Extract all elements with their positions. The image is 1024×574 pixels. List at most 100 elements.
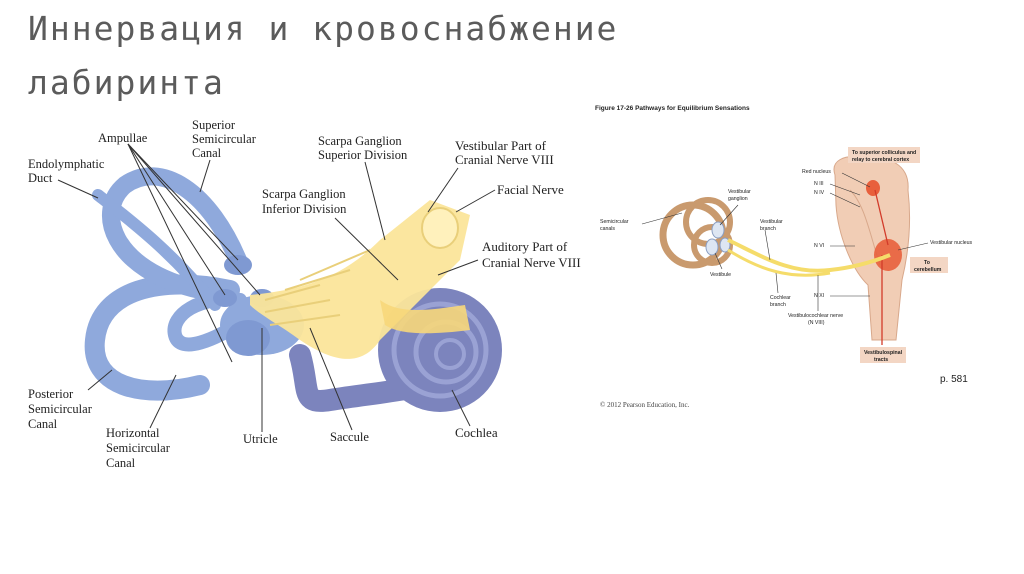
label-vestibulocochlear-2: (N VIII) [808,320,825,326]
leader-vestibule [714,252,723,270]
label-to-cerebellum-1: To [924,260,930,266]
label-vestibular-branch-1: Vestibular [760,219,783,225]
label-scarpa-inf-1: Scarpa Ganglion [262,187,346,201]
leader-saccule [309,327,353,431]
ampulla-1 [224,255,252,275]
leader-scarpa-inf [334,217,399,281]
label-vestibular-branch-2: branch [760,226,776,232]
label-facial-nerve: Facial Nerve [497,182,564,197]
label-vestibular-part-1: Vestibular Part of [455,138,547,153]
label-auditory-part-1: Auditory Part of [482,239,568,254]
leader-auditory-part [437,259,479,276]
leader-ampullae-4 [127,143,233,363]
label-posterior-2: Semicircular [28,402,93,416]
label-auditory-part-2: Cranial Nerve VIII [482,255,581,270]
vestibular-organ-1 [711,221,725,239]
box-vestibulospinal [860,347,906,363]
label-n-xi: N XI [814,293,824,299]
leader-ampullae-1 [127,143,239,261]
label-superior-canal-1: Superior [192,118,236,132]
inner-ear-diagram: Ampullae Superior Semicircular Canal End… [28,118,581,470]
auditory-nerve-fan [380,300,470,334]
label-n-vi: N VI [814,243,824,249]
red-nucleus [866,180,880,196]
label-vestibular-part-2: Cranial Nerve VIII [455,152,554,167]
label-superior-canal-2: Semicircular [192,132,257,146]
ampulla-2 [213,289,237,307]
ascending-tract [874,189,889,246]
label-saccule: Saccule [330,430,369,444]
label-vestibular-ganglion-2: ganglion [728,196,748,202]
labyrinth-illustration [84,167,502,412]
leader-horizontal [149,374,177,429]
leader-lines [57,143,496,432]
label-posterior-3: Canal [28,417,58,431]
label-utricle: Utricle [243,432,278,446]
label-n-iii: N III [814,181,824,187]
leader-vestibular-branch [764,229,771,261]
leader-cochlear-branch [775,272,779,294]
leader-facial-nerve [455,189,496,213]
superior-canal [102,167,249,299]
label-horizontal-2: Semicircular [106,441,171,455]
label-vestibulocochlear-1: Vestibulocochlear nerve [788,313,843,319]
label-vestibulospinal-2: tracts [874,357,888,363]
label-cochlea: Cochlea [455,425,498,440]
equilibrium-pathways-figure: Figure 17-26 Pathways for Equilibrium Se… [595,105,973,409]
page-number: p. 581 [940,374,968,385]
slide-title: Иннервация и кровоснабжение лабиринта [28,2,618,110]
utricle-body [226,320,270,356]
label-horizontal-3: Canal [106,456,136,470]
label-superior-colliculus-2: relay to cerebral cortex [852,157,909,163]
label-to-cerebellum-2: cerebellum [914,267,942,273]
leader-semicircular-canals [641,212,683,225]
label-endolymphatic-2: Duct [28,171,53,185]
label-cochlear-branch-2: branch [770,302,786,308]
label-semicircular-canals-2: canals [600,226,615,232]
label-superior-colliculus-1: To superior colliculus and [852,150,916,156]
label-vestibular-ganglion-1: Vestibular [728,189,751,195]
leader-superior-canal [199,159,211,193]
leader-ampullae-2 [127,143,226,296]
vestibular-organ-2 [705,238,719,256]
title-line-1: Иннервация и кровоснабжение [28,9,619,48]
box-to-cerebellum [910,257,948,273]
leader-endolymphatic [57,179,99,199]
label-red-nucleus: Red nucleus [802,169,831,175]
endolymphatic-duct [92,189,221,311]
label-ampullae: Ampullae [98,131,148,145]
label-superior-canal-3: Canal [192,146,222,160]
label-semicircular-canals-1: Semicircular [600,219,629,225]
facial-nerve-end [421,207,459,249]
figure-caption: Figure 17-26 Pathways for Equilibrium Se… [595,105,750,112]
cochlea-ring-1 [391,301,489,399]
leader-cochlea [451,389,471,427]
label-scarpa-sup-2: Superior Division [318,148,408,162]
leader-vestibular-nucleus [897,242,929,251]
label-horizontal-1: Horizontal [106,426,160,440]
leader-scarpa-sup [364,161,386,241]
label-cochlear-branch-1: Cochlear [770,295,791,301]
title-line-2: лабиринта [28,63,225,102]
leader-n-iii [829,183,861,196]
figure-leader-lines [641,172,929,311]
cochlea-ring-3 [434,338,466,370]
label-vestibule: Vestibule [710,272,731,278]
label-vestibulospinal-1: Vestibulospinal [864,350,903,356]
leader-ampullae-3 [127,143,261,296]
label-scarpa-inf-2: Inferior Division [262,202,347,216]
leader-n-iv [829,192,861,208]
nerve-fibers [264,249,371,326]
label-vestibular-nucleus: Vestibular nucleus [930,240,973,246]
label-scarpa-sup-1: Scarpa Ganglion [318,134,402,148]
label-n-iv: N IV [814,190,825,196]
box-superior-colliculus [848,147,920,163]
copyright-note: © 2012 Pearson Education, Inc. [600,401,690,409]
leader-vestibular-part [427,167,459,213]
leader-red-nucleus [841,172,871,188]
vestibulocochlear-nerve [727,238,891,273]
leader-vestibular-ganglion [719,204,739,226]
label-endolymphatic-1: Endolymphatic [28,157,105,171]
leader-posterior [87,369,113,391]
label-posterior-1: Posterior [28,387,74,401]
